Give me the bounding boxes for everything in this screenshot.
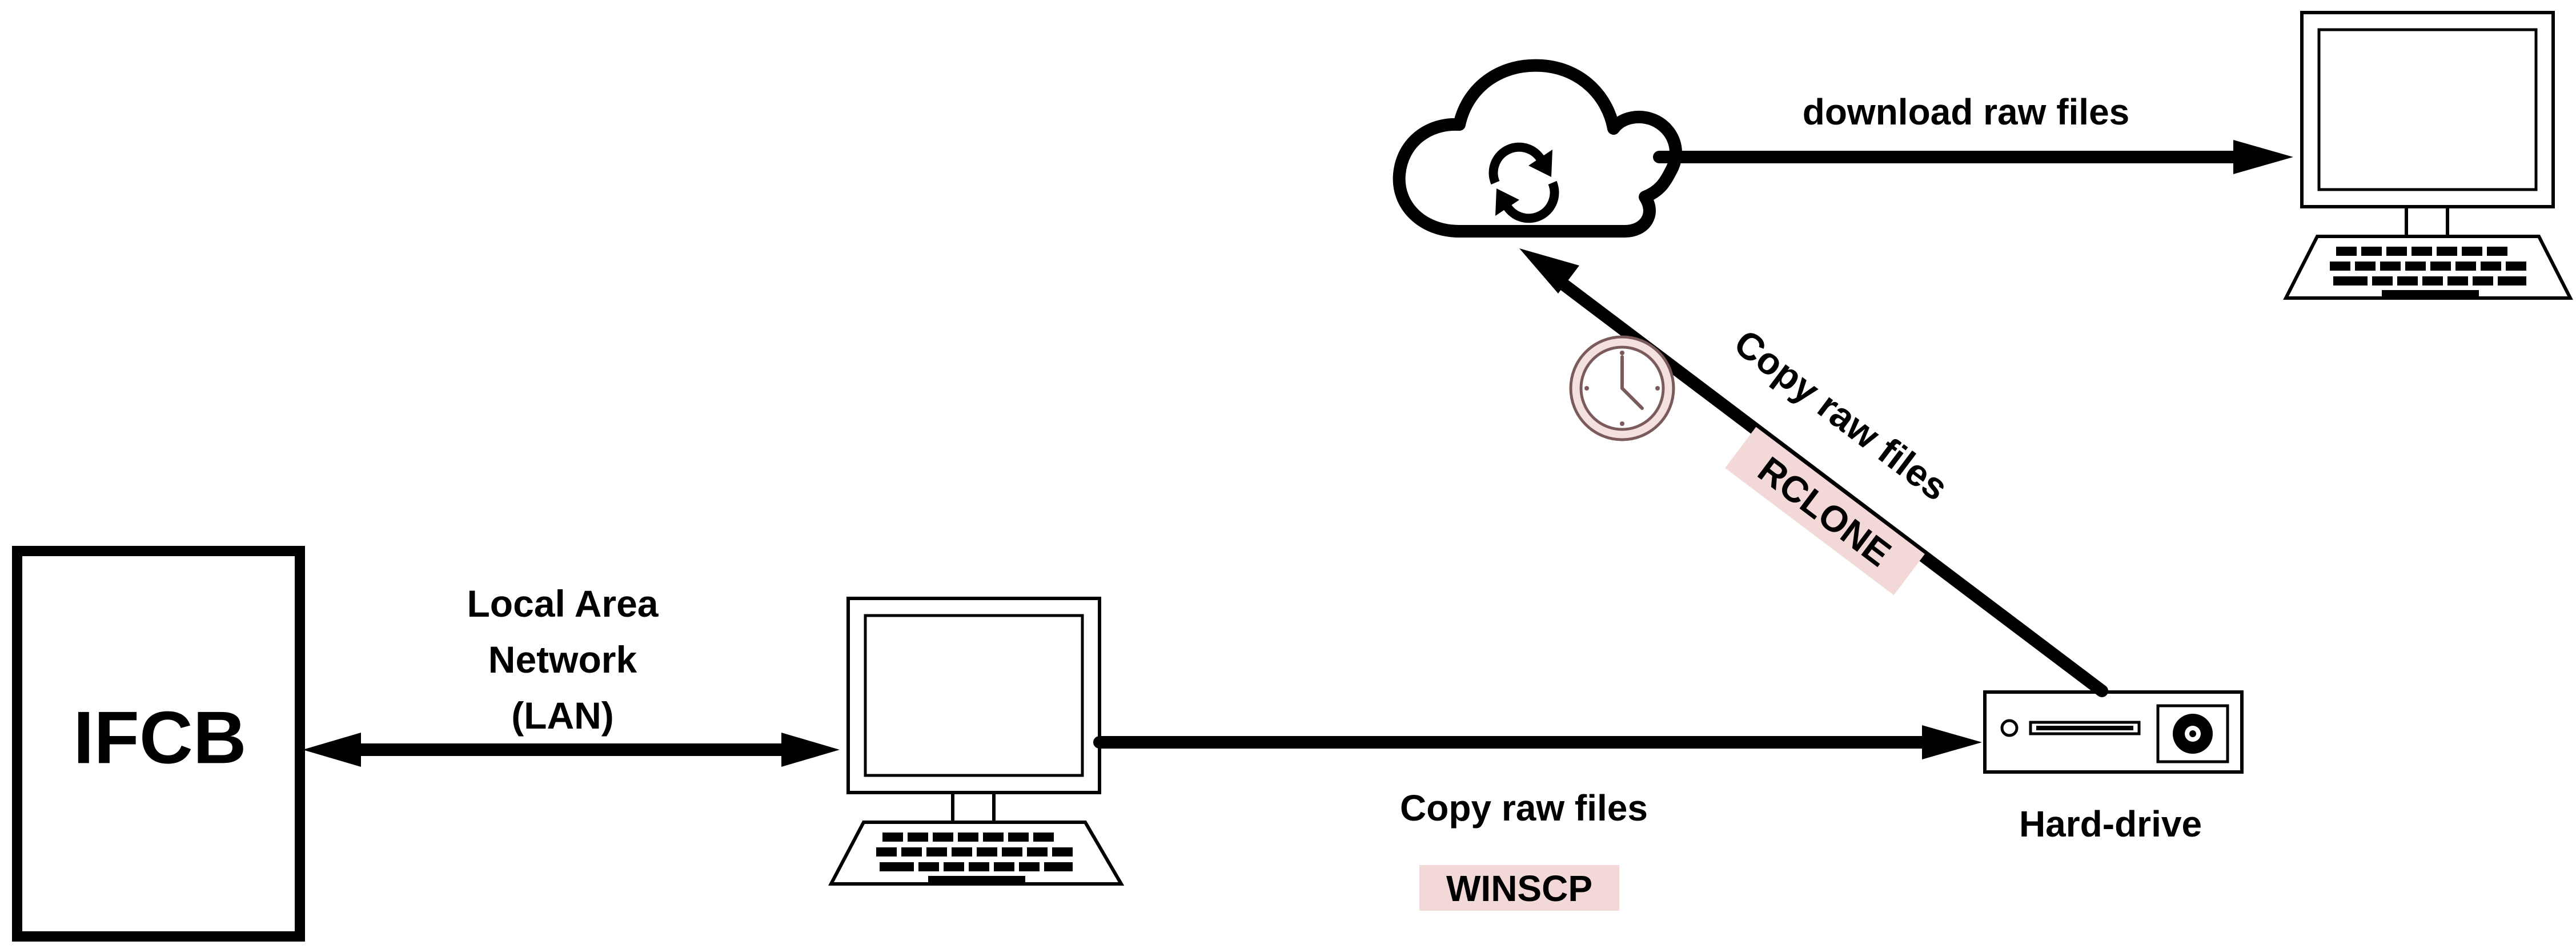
cloud-outline	[1393, 59, 1682, 238]
download-label: download raw files	[1803, 91, 2130, 132]
hard-drive-icon	[1983, 690, 2244, 774]
winscp-badge	[1419, 865, 1619, 911]
lan-link: Local Area Network (LAN)	[303, 582, 840, 767]
copy-diagonal-arrowhead	[1519, 248, 1579, 293]
copy-bottom-label: Copy raw files	[1400, 787, 1648, 829]
lan-label-line1: Local Area	[467, 582, 659, 625]
lan-arrowhead-right	[781, 733, 840, 767]
lan-arrowhead-left	[303, 733, 361, 767]
hard-drive-label: Hard-drive	[2019, 803, 2202, 845]
cloud-icon	[1393, 43, 1682, 238]
rclone-badge	[1725, 427, 1925, 596]
local-computer-icon	[828, 597, 1125, 886]
download-arrowhead	[2233, 140, 2293, 174]
clock-icon	[1569, 335, 1675, 441]
lan-label-line3: (LAN)	[511, 694, 614, 737]
copy-bottom-link: Copy raw files WINSCP	[1093, 725, 1982, 911]
sync-icon	[1488, 142, 1559, 223]
ifcb-node: IFCB	[12, 546, 305, 942]
copy-diagonal-link: Copy raw files RCLONE	[1519, 248, 2108, 697]
lan-label-line2: Network	[488, 638, 637, 681]
remote-computer-icon	[2283, 11, 2573, 300]
ifcb-box	[12, 546, 305, 942]
copy-bottom-arrowhead	[1922, 725, 1982, 759]
ifcb-label: IFCB	[73, 695, 246, 779]
download-link: download raw files	[1653, 91, 2293, 174]
winscp-label: WINSCP	[1446, 868, 1592, 909]
